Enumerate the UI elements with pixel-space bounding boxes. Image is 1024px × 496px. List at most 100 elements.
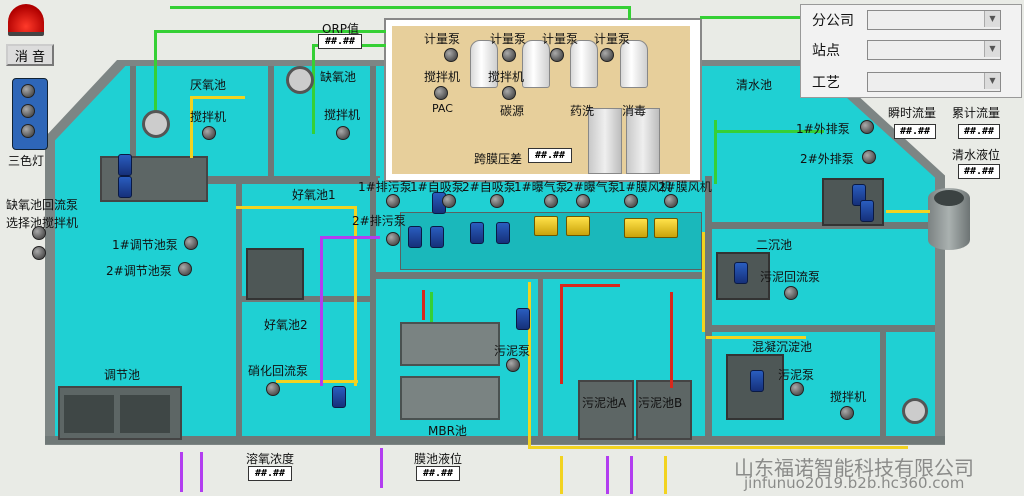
wall xyxy=(45,436,945,444)
tricolor-label: 三色灯 xyxy=(8,154,45,168)
metering-pump-label: 计量泵 xyxy=(542,32,579,46)
pump-icon[interactable] xyxy=(332,386,346,408)
clear-level-value: ##.## xyxy=(958,164,1000,179)
site-select[interactable]: ▼ xyxy=(867,40,1001,60)
sludge-a-box xyxy=(578,380,634,440)
mixer-icon[interactable] xyxy=(902,398,928,424)
wall xyxy=(370,66,376,176)
membrane-dp-value: ##.## xyxy=(528,148,572,163)
mixer-label: 搅拌机 xyxy=(424,70,461,84)
tank-secondary-label: 二沉池 xyxy=(756,238,793,252)
outlet-cylinder-top xyxy=(934,190,964,206)
pump-label: 1#曝气泵 xyxy=(514,180,568,194)
blower-icon[interactable] xyxy=(624,218,648,238)
status-dot xyxy=(336,126,350,140)
pump-icon[interactable] xyxy=(118,176,132,198)
status-dot xyxy=(790,382,804,396)
wall xyxy=(100,176,380,184)
mbr-unit xyxy=(400,322,500,366)
pump-icon[interactable] xyxy=(750,370,764,392)
pump-icon[interactable] xyxy=(516,308,530,330)
pipe xyxy=(170,6,630,9)
total-flow-label: 累计流量 xyxy=(952,106,1001,120)
regulate-box-inner xyxy=(120,395,170,433)
light-lamp xyxy=(21,124,35,138)
pipe xyxy=(312,44,315,134)
pump-icon[interactable] xyxy=(734,262,748,284)
status-dot xyxy=(544,194,558,208)
status-dot xyxy=(860,120,874,134)
ext-pump-label: 1#外排泵 xyxy=(796,122,850,136)
pump-icon[interactable] xyxy=(860,200,874,222)
status-dot xyxy=(444,48,458,62)
pipe xyxy=(320,236,323,386)
mbr-level-label: 膜池液位 xyxy=(414,452,463,466)
wall xyxy=(130,66,136,186)
status-dot xyxy=(502,86,516,100)
tank-clear-label: 清水池 xyxy=(736,78,773,92)
metering-tank xyxy=(522,40,550,88)
pit-box xyxy=(246,248,304,300)
light-lamp xyxy=(21,84,35,98)
reg-pump-label: 1#调节池泵 xyxy=(112,238,178,252)
status-dot xyxy=(386,194,400,208)
aeration-pump-icon[interactable] xyxy=(534,216,558,236)
pipe xyxy=(276,380,358,383)
mixer2-label: 搅拌机 xyxy=(830,390,867,404)
pipe xyxy=(200,452,203,492)
reg-pump-label: 2#调节池泵 xyxy=(106,264,172,278)
status-dot xyxy=(506,358,520,372)
do-conc-value: ##.## xyxy=(248,466,292,481)
watermark-url: jinfunuo2019.b2b.hc360.com xyxy=(744,474,965,492)
site-label: 站点 xyxy=(812,43,840,59)
metering-pump-label: 计量泵 xyxy=(424,32,461,46)
pump-label: 2#排污泵 xyxy=(352,214,406,228)
status-dot xyxy=(664,194,678,208)
pump-icon[interactable] xyxy=(496,222,510,244)
status-dot xyxy=(550,48,564,62)
status-dot xyxy=(442,194,456,208)
mbr-unit xyxy=(400,376,500,420)
mixer-icon[interactable] xyxy=(286,66,314,94)
orp-label: ORP值 xyxy=(322,22,360,36)
blower-icon[interactable] xyxy=(654,218,678,238)
pipe xyxy=(628,6,631,20)
pump-icon[interactable] xyxy=(118,154,132,176)
status-dot xyxy=(32,226,46,240)
orp-value: ##.## xyxy=(318,34,362,49)
metering-tank xyxy=(470,40,498,88)
pipe xyxy=(606,456,609,494)
mixer-label: 搅拌机 xyxy=(190,110,227,124)
status-dot xyxy=(434,86,448,100)
pump-icon[interactable] xyxy=(408,226,422,248)
wall xyxy=(538,276,543,441)
pipe xyxy=(528,446,908,449)
metering-pump-label: 计量泵 xyxy=(490,32,527,46)
cabinet xyxy=(626,108,660,174)
aeration-pump-icon[interactable] xyxy=(566,216,590,236)
pump-pit xyxy=(100,156,208,202)
tank-mbr-label: MBR池 xyxy=(428,424,467,438)
wall xyxy=(880,330,886,440)
company-select[interactable]: ▼ xyxy=(867,10,1001,30)
pipe xyxy=(702,232,705,332)
anoxic-return-label: 缺氧池回流泵 xyxy=(6,198,79,212)
sludge-pit xyxy=(716,252,770,300)
pipe xyxy=(560,284,563,384)
mixer-icon[interactable] xyxy=(142,110,170,138)
status-dot xyxy=(624,194,638,208)
inst-flow-value: ##.## xyxy=(894,124,936,139)
pump-icon[interactable] xyxy=(470,222,484,244)
pipe xyxy=(714,120,717,184)
mute-button[interactable]: 消 音 xyxy=(6,44,54,66)
pipe xyxy=(630,456,633,494)
metering-tank xyxy=(570,40,598,88)
pipe xyxy=(700,16,800,19)
process-select[interactable]: ▼ xyxy=(867,72,1001,92)
mbr-level-value: ##.## xyxy=(416,466,460,481)
wall xyxy=(236,184,242,439)
status-dot xyxy=(502,48,516,62)
status-dot xyxy=(600,48,614,62)
select-mixer-label: 选择池搅拌机 xyxy=(6,216,79,230)
pump-icon[interactable] xyxy=(430,226,444,248)
